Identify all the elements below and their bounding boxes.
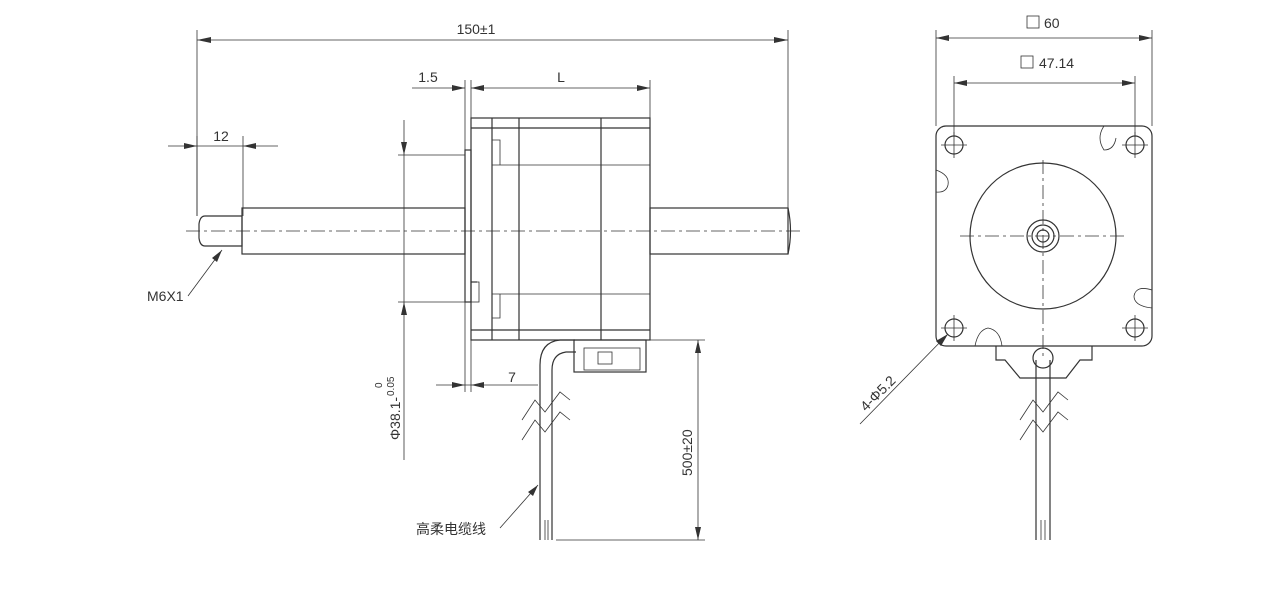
cable xyxy=(539,339,575,540)
dim-pilot-height: 7 xyxy=(436,302,538,392)
cable-note-label: 高柔电缆线 xyxy=(416,521,486,537)
front-flange xyxy=(935,125,1153,347)
shaft-tip xyxy=(198,215,243,247)
dim-overall-length: 150±1 xyxy=(196,21,789,216)
dim-thread-length: 12 xyxy=(168,128,278,216)
motor-body xyxy=(470,117,651,341)
mounting-hole xyxy=(1122,315,1148,341)
dim-hole-spacing: 47.14 xyxy=(953,55,1136,136)
hole-callout: 4-Φ5.2 xyxy=(857,333,949,425)
dim-frame-size: 60 xyxy=(935,15,1153,126)
front-view xyxy=(935,125,1153,540)
pilot-tol-lower: 0.05 xyxy=(386,376,397,396)
pilot-height-label: 7 xyxy=(508,369,516,385)
thread-spec-label: M6X1 xyxy=(147,288,184,304)
pilot-diameter-label: Φ38.1- xyxy=(387,397,403,440)
cable-length-label: 500±20 xyxy=(679,429,695,476)
dim-body-length: L xyxy=(471,69,651,118)
dim-flange-thickness: 1.5 xyxy=(412,69,484,150)
cable-callout: 高柔电缆线 xyxy=(416,484,539,537)
body-length-label: L xyxy=(557,69,565,85)
side-view xyxy=(186,117,800,540)
thread-callout: M6X1 xyxy=(147,249,223,304)
overall-length-label: 150±1 xyxy=(457,21,496,37)
hole-spacing-label: 47.14 xyxy=(1039,55,1074,71)
pilot-tol-upper: 0 xyxy=(374,382,385,388)
thread-length-label: 12 xyxy=(213,128,229,144)
dim-cable-length: 500±20 xyxy=(556,339,705,541)
mounting-hole xyxy=(941,315,967,341)
front-cable-exit xyxy=(995,346,1093,379)
flange-plate xyxy=(464,149,472,303)
cable-exit xyxy=(573,339,647,373)
dim-pilot-diameter: Φ38.1- 0 0.05 xyxy=(374,120,465,460)
mounting-holes-label: 4-Φ5.2 xyxy=(857,372,899,414)
flange-thickness-label: 1.5 xyxy=(418,69,438,85)
frame-size-label: 60 xyxy=(1044,15,1060,31)
